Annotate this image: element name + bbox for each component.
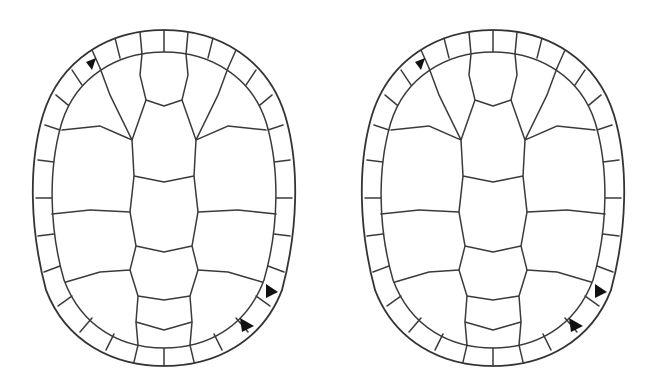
carapace-panel-left — [0, 0, 328, 376]
carapace-panel-right — [329, 0, 657, 376]
carapace-outline — [33, 30, 295, 366]
turtle-carapace-diagram-right — [329, 0, 657, 376]
turtle-carapace-diagram-left — [0, 0, 328, 376]
carapace-outline — [362, 30, 624, 366]
